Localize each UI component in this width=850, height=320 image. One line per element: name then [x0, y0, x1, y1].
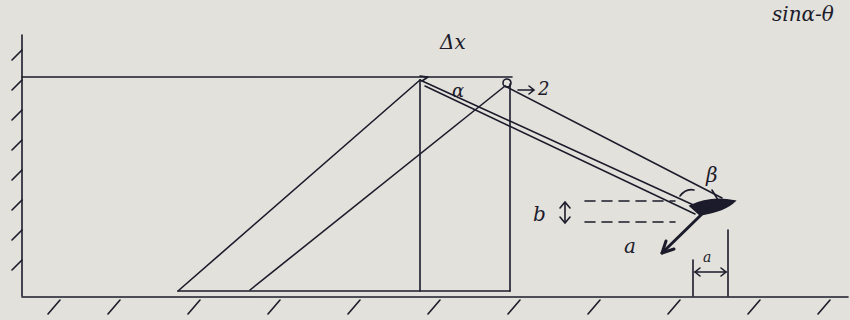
- sketch-label: a: [624, 236, 636, 256]
- sketch-label: α: [452, 82, 464, 100]
- sketch-label: sinα-θ: [772, 4, 834, 24]
- sketch-label: a: [703, 250, 711, 264]
- sketch-label: β: [706, 165, 718, 185]
- sketch-label: 2: [538, 80, 549, 98]
- sketch-label: b: [533, 204, 546, 224]
- sketch-label: Δx: [440, 32, 466, 52]
